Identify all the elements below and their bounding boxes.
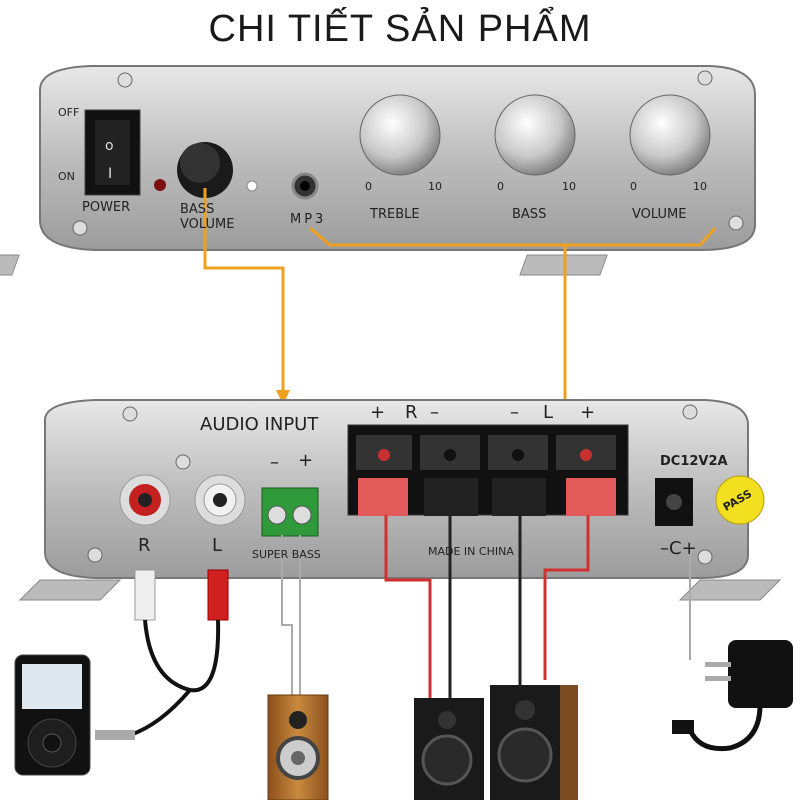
speaker-l-minus-label: – <box>510 402 519 423</box>
super-bass-plus-label: + <box>298 450 314 471</box>
svg-text:o: o <box>105 138 114 154</box>
wood-speaker-right-icon <box>490 685 578 800</box>
svg-text:I: I <box>108 166 112 182</box>
super-bass-minus-label: – <box>270 452 279 473</box>
audio-input-label: AUDIO INPUT <box>200 414 319 435</box>
bass-scale-min: 0 <box>497 180 504 193</box>
speaker-r-label: R <box>405 402 418 423</box>
volume-label: VOLUME <box>632 207 687 222</box>
power-adapter-icon <box>672 640 793 752</box>
bass-scale-max: 10 <box>562 180 576 193</box>
back-panel <box>18 399 782 601</box>
speaker-r-minus-label: – <box>430 402 439 423</box>
speaker-r-plus-label: + <box>370 402 386 423</box>
speaker-l-label: L <box>543 402 554 423</box>
made-in-china-label: MADE IN CHINA <box>428 545 514 558</box>
volume-scale-min: 0 <box>630 180 637 193</box>
power-label: POWER <box>82 200 131 215</box>
dc-label: DC12V2A <box>660 454 728 469</box>
dc-polarity-label: –C+ <box>660 538 697 559</box>
off-label: OFF <box>58 106 80 119</box>
black-speaker-left-icon <box>414 698 484 800</box>
bass-label: BASS <box>512 207 547 222</box>
on-label: ON <box>58 170 75 183</box>
volume-scale-max: 10 <box>693 180 707 193</box>
page-title: CHI TIẾT SẢN PHẨM <box>208 8 592 50</box>
treble-label: TREBLE <box>370 207 420 222</box>
front-panel: o I <box>0 65 756 276</box>
super-bass-label: SUPER BASS <box>252 548 321 561</box>
mp3-player-icon <box>14 654 91 776</box>
treble-scale-max: 10 <box>428 180 442 193</box>
rca-l-label: L <box>212 535 223 556</box>
rca-r-label: R <box>138 535 151 556</box>
treble-scale-min: 0 <box>365 180 372 193</box>
small-speaker-icon <box>267 694 329 800</box>
speaker-l-plus-label: + <box>580 402 596 423</box>
mp3-label: MP3 <box>290 212 327 227</box>
bass-volume-label: BASS VOLUME <box>180 202 235 232</box>
